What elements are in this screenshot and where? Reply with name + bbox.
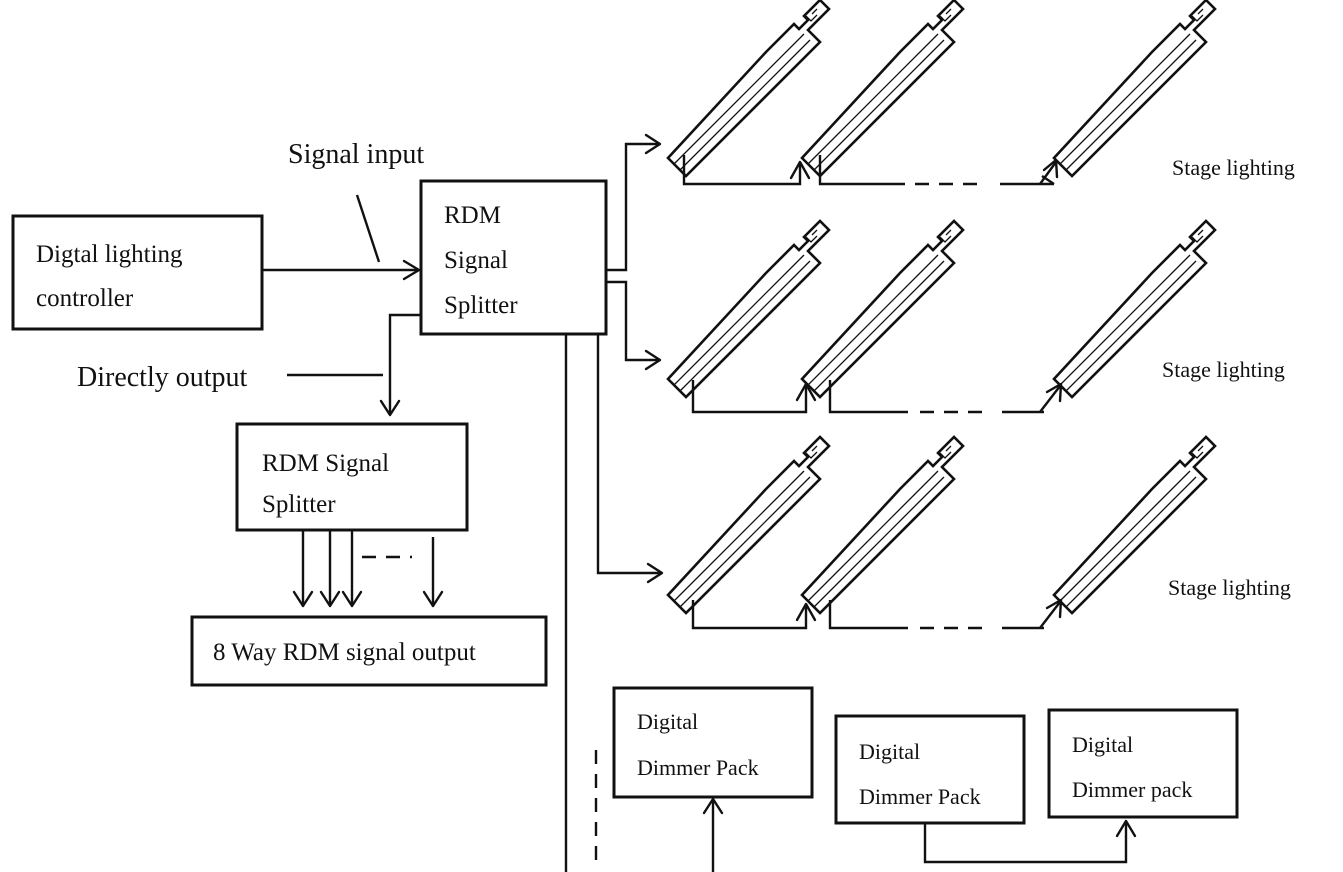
stage-light-row3: Stage lighting — [666, 435, 1291, 630]
splitter-to-row2-line — [606, 280, 660, 362]
dimmer2-line1: Digital — [859, 739, 920, 764]
arrowhead-icon — [702, 797, 724, 815]
stage-light-fixture-icon — [666, 219, 831, 399]
dimmer3-line1: Digital — [1072, 732, 1133, 757]
dimmer2-line2: Dimmer Pack — [859, 784, 981, 809]
stage-light-fixture-icon — [666, 435, 831, 615]
arrowhead-icon — [644, 133, 662, 155]
stage-light-fixture-icon — [800, 219, 965, 399]
controller-label-line1: Digtal lighting — [36, 241, 183, 268]
rdm-splitter-secondary: RDM Signal Splitter — [235, 422, 469, 532]
dimmer1-line2: Dimmer Pack — [637, 755, 759, 780]
splitter-second-line2: Splitter — [262, 491, 336, 518]
stage-light-fixture-icon — [666, 0, 831, 178]
signal-input-label: Signal input — [288, 139, 424, 170]
controller-box: Digtal lighting controller — [11, 214, 264, 331]
rdm-splitter-main: RDM Signal Splitter — [419, 179, 608, 336]
arrowhead-icon — [1115, 819, 1137, 838]
dimmer-pack-1: Digital Dimmer Pack — [612, 686, 814, 799]
stage-lighting-label-row1: Stage lighting — [1172, 155, 1295, 180]
output-8way-label: 8 Way RDM signal output — [213, 639, 476, 666]
stage-light-fixture-icon — [1052, 0, 1217, 178]
stage-light-fixture-icon — [800, 435, 965, 615]
stage-light-fixture-icon — [800, 0, 965, 178]
splitter-to-row1-line — [606, 142, 660, 272]
arrowhead-icon — [644, 349, 662, 371]
splitter-output-arrows — [292, 530, 444, 608]
output-8way-box: 8 Way RDM signal output — [190, 615, 548, 687]
splitter-main-line2: Signal — [444, 247, 508, 274]
dimmer2-to-dimmer3-line — [923, 822, 1128, 864]
arrowhead-icon — [402, 259, 421, 281]
dimmer1-line1: Digital — [637, 709, 698, 734]
arrowhead-icon — [646, 562, 664, 584]
splitter-main-line1: RDM — [444, 202, 501, 229]
stage-lighting-label-row2: Stage lighting — [1162, 357, 1285, 382]
dimmer3-line2: Dimmer pack — [1072, 777, 1192, 802]
stage-lighting-label-row3: Stage lighting — [1168, 575, 1291, 600]
signal-input-leader — [355, 194, 381, 263]
splitter-second-line1: RDM Signal — [262, 450, 389, 477]
directly-output-label: Directly output — [77, 362, 248, 393]
splitter-main-line3: Splitter — [444, 292, 518, 319]
dimmer-pack-3: Digital Dimmer pack — [1047, 708, 1239, 819]
stage-light-row1: Stage lighting — [666, 0, 1295, 186]
splitter-to-row3-line — [596, 334, 662, 575]
direct-output-line — [388, 313, 421, 415]
arrowhead-icon — [379, 399, 401, 417]
controller-label-line2: controller — [36, 285, 134, 312]
dimmer-pack-2: Digital Dimmer Pack — [834, 714, 1026, 825]
stage-light-row2: Stage lighting — [666, 219, 1285, 414]
